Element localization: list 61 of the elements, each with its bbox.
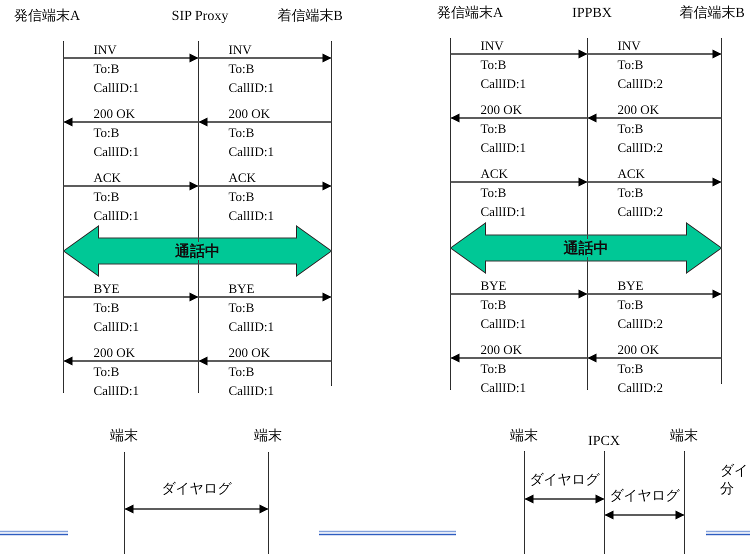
- edge-label: 200 OK To:B CallID:2: [618, 101, 664, 157]
- participant-label: IPPBX: [572, 5, 612, 23]
- edge-label: ダイヤログ: [162, 480, 232, 498]
- message-arrow: [64, 292, 198, 302]
- double-block-arrow: [450, 222, 722, 274]
- message-arrow: [524, 494, 604, 504]
- note-text: ダイ: [720, 462, 748, 480]
- edge-label: 200 OK To:B CallID:1: [228, 105, 275, 161]
- double-block-arrow: [62, 225, 332, 277]
- message-arrow: [198, 292, 332, 302]
- message-arrow: [604, 510, 684, 520]
- edge-label: 200 OK To:B CallID:1: [94, 105, 140, 161]
- edge-label: ダイヤログ: [610, 487, 680, 505]
- participant-label: 端末: [254, 428, 282, 446]
- participant-label: IPCX: [588, 433, 620, 451]
- message-arrow: [588, 290, 722, 298]
- message-arrow: [450, 354, 588, 362]
- edge-label: ACK To:B CallID:1: [94, 169, 140, 225]
- edge-label: INV To:B CallID:1: [480, 37, 527, 93]
- edge-label: ダイヤログ: [530, 471, 600, 489]
- edge-label: INV To:B CallID:2: [618, 37, 664, 93]
- edge-label: 200 OK To:B CallID:1: [480, 101, 527, 157]
- note-text: 分: [720, 480, 734, 498]
- message-arrow: [198, 118, 332, 126]
- participant-label: 発信端末A: [436, 5, 504, 23]
- edge-label: 200 OK To:B CallID:1: [94, 344, 140, 400]
- message-arrow: [64, 54, 198, 62]
- edge-label: INV To:B CallID:1: [94, 41, 140, 97]
- edge-label: BYE To:B CallID:1: [480, 277, 527, 333]
- edge-label: ACK To:B CallID:1: [228, 169, 275, 225]
- message-arrow: [64, 118, 198, 126]
- edge-label: 200 OK To:B CallID:2: [618, 341, 664, 397]
- message-arrow: [588, 354, 722, 362]
- message-arrow: [64, 182, 198, 190]
- participant-label: 着信端末B: [277, 8, 343, 26]
- participant-label: 端末: [110, 428, 138, 446]
- edge-label: INV To:B CallID:1: [228, 41, 275, 97]
- message-arrow: [588, 50, 722, 58]
- edge-label: ACK To:B CallID:2: [618, 165, 664, 221]
- edge-label: BYE To:B CallID:1: [94, 280, 140, 336]
- message-arrow: [198, 182, 332, 190]
- message-arrow: [198, 356, 332, 366]
- message-arrow: [198, 54, 332, 62]
- participant-label: 端末: [510, 428, 538, 446]
- edge-label: BYE To:B CallID:1: [228, 280, 275, 336]
- edge-label: 200 OK To:B CallID:1: [228, 344, 275, 400]
- edge-label: BYE To:B CallID:2: [618, 277, 664, 333]
- message-arrow: [64, 356, 198, 366]
- participant-label: 発信端末A: [14, 8, 80, 26]
- message-arrow: [450, 178, 588, 186]
- participant-label: 着信端末B: [679, 5, 745, 23]
- participant-label: SIP Proxy: [172, 8, 228, 26]
- message-arrow: [450, 50, 588, 58]
- message-arrow: [588, 114, 722, 122]
- participant-label: 端末: [670, 428, 698, 446]
- message-arrow: [588, 178, 722, 186]
- message-arrow: [450, 114, 588, 122]
- message-arrow: [124, 504, 268, 514]
- message-arrow: [450, 290, 588, 298]
- edge-label: 200 OK To:B CallID:1: [480, 341, 527, 397]
- edge-label: ACK To:B CallID:1: [480, 165, 527, 221]
